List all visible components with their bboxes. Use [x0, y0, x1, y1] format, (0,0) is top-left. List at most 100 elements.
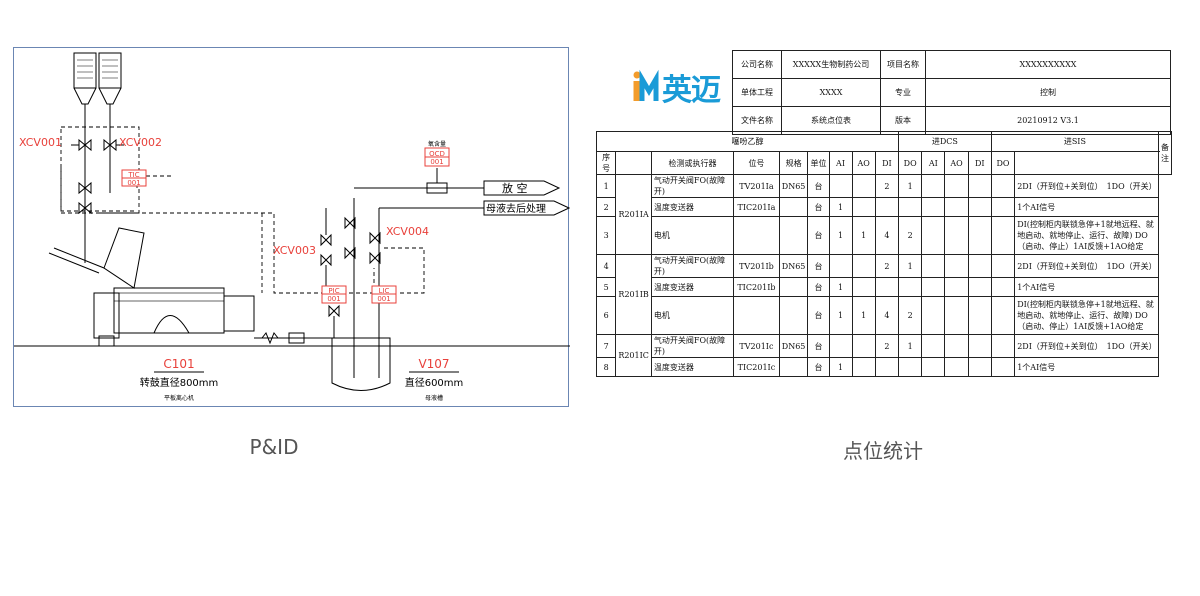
info-cell: XXXXXXXXXX [925, 50, 1171, 79]
table-cell-ao [851, 197, 876, 217]
table-cell-sis [967, 174, 992, 198]
table-cell-di [874, 277, 899, 297]
info-cell: 专业 [880, 78, 926, 107]
table-cell-sis [990, 254, 1016, 278]
equipment-label-c101: C101 转鼓直径800mm 平板离心机 [140, 357, 219, 402]
table-cell-unit: 台 [807, 334, 830, 358]
table-cell-sis [921, 254, 946, 278]
table-cell-ao: 1 [851, 216, 876, 255]
table-cell-unit: 台 [807, 357, 830, 377]
table-cell-ai: 1 [828, 296, 853, 335]
table-cell-sis [944, 197, 969, 217]
table-cell-device: 电机 [650, 296, 735, 335]
svg-text:OCD: OCD [429, 150, 445, 158]
info-row: 公司名称 XXXXX生物制药公司 项目名称 XXXXXXXXXX [732, 50, 1171, 79]
table-cell-sis [990, 334, 1016, 358]
table-cell-sis [967, 334, 992, 358]
valve-label-xcv002: XCV002 [119, 136, 162, 149]
header-sis: 进SIS [990, 131, 1160, 152]
table-cell-ao [851, 254, 876, 278]
svg-text:母液槽: 母液槽 [425, 394, 443, 402]
info-cell: 文件名称 [732, 106, 782, 135]
pid-drawing: XCV001 XCV002 TIC 001 [14, 52, 570, 402]
table-cell-sis [990, 357, 1016, 377]
table-cell-no: 6 [596, 296, 617, 335]
table-cell-do [897, 357, 923, 377]
table-group-cell: R201IA [615, 174, 652, 255]
table-cell-di: 2 [874, 174, 899, 198]
table-cell-sis [944, 334, 969, 358]
table-cell-di: 2 [874, 254, 899, 278]
feed-hoppers [73, 52, 122, 105]
instrument-pic: PIC 001 [321, 285, 347, 304]
logo-brand-text: 英迈 [662, 73, 721, 108]
table-cell-sis [921, 357, 946, 377]
table-cell-device: 温度变送器 [650, 357, 735, 377]
table-cell-do [897, 277, 923, 297]
header-dcs: 进DCS [897, 131, 992, 152]
table-cell-ao [851, 334, 876, 358]
table-cell-device: 电机 [650, 216, 735, 255]
table-cell-di [874, 357, 899, 377]
instrument-ocd: 氧含量 OCD 001 [424, 140, 450, 167]
table-cell-di [874, 197, 899, 217]
col-device: 检测或执行器 [650, 151, 735, 175]
col-tag: 位号 [733, 151, 780, 175]
table-cell-di: 2 [874, 334, 899, 358]
table-cell-sis [944, 277, 969, 297]
table-cell-sis [990, 174, 1016, 198]
table-cell-note: DI(控制柜内联锁急停+1就地远程、就地启动、就地停止、运行、故障) DO（启动… [1014, 296, 1159, 335]
sheet-info-table: 公司名称 XXXXX生物制药公司 项目名称 XXXXXXXXXX 单体工程 XX… [732, 50, 1171, 135]
table-cell-tag: TV201Ib [733, 254, 780, 278]
table-cell-sis [944, 357, 969, 377]
table-cell-ai: 1 [828, 216, 853, 255]
table-cell-sis [967, 197, 992, 217]
svg-text:LIC: LIC [379, 287, 390, 295]
table-cell-note: DI(控制柜内联锁急停+1就地远程、就地启动、就地停止、运行、故障) DO（启动… [1014, 216, 1159, 255]
table-group-cell: R201IC [615, 334, 652, 377]
col-dcs-ao: AO [851, 151, 876, 175]
centrifuge-c101 [48, 227, 264, 347]
table-cell-sis [967, 277, 992, 297]
valve-label-xcv001: XCV001 [19, 136, 62, 149]
table-cell-spec: DN65 [778, 174, 809, 198]
equipment-label-v107: V107 直径600mm 母液槽 [405, 357, 464, 402]
table-cell-do [897, 197, 923, 217]
point-table: 噻吩乙醇 进DCS 进SIS 备注 序号 检测或执行器 位号 规格 单位 AI … [596, 131, 1172, 377]
table-cell-tag: TV201Ia [733, 174, 780, 198]
table-cell-no: 7 [596, 334, 617, 358]
table-cell-unit: 台 [807, 216, 830, 255]
table-cell-spec [778, 357, 809, 377]
table-cell-do: 2 [897, 296, 923, 335]
table-cell-ai [828, 334, 853, 358]
table-cell-tag [733, 296, 780, 335]
valve-label-xcv004: XCV004 [386, 225, 429, 238]
table-cell-spec [778, 216, 809, 255]
table-cell-device: 温度变送器 [650, 277, 735, 297]
table-cell-ai [828, 174, 853, 198]
table-cell-note: 2DI（开到位+关到位） 1DO（开关） [1014, 174, 1159, 198]
point-statistics-sheet: 英迈 公司名称 XXXXX生物制药公司 项目名称 XXXXXXXXXX 单体工程… [596, 47, 1172, 407]
table-cell-unit: 台 [807, 296, 830, 335]
col-dcs-do: DO [897, 151, 923, 175]
table-cell-sis [990, 197, 1016, 217]
table-cell-ao [851, 174, 876, 198]
col-unit: 单位 [807, 151, 830, 175]
info-cell: 控制 [925, 78, 1171, 107]
col-spec: 规格 [778, 151, 809, 175]
col-no: 序号 [596, 151, 617, 175]
instrument-tic: TIC 001 [121, 169, 147, 187]
svg-text:001: 001 [327, 295, 340, 303]
table-cell-do: 1 [897, 254, 923, 278]
svg-text:V107: V107 [418, 357, 449, 371]
table-cell-note: 1个AI信号 [1014, 197, 1159, 217]
svg-text:001: 001 [127, 179, 140, 187]
table-cell-do: 1 [897, 334, 923, 358]
table-cell-sis [921, 174, 946, 198]
svg-text:直径600mm: 直径600mm [405, 376, 464, 389]
col-sis-do: DO [990, 151, 1016, 175]
